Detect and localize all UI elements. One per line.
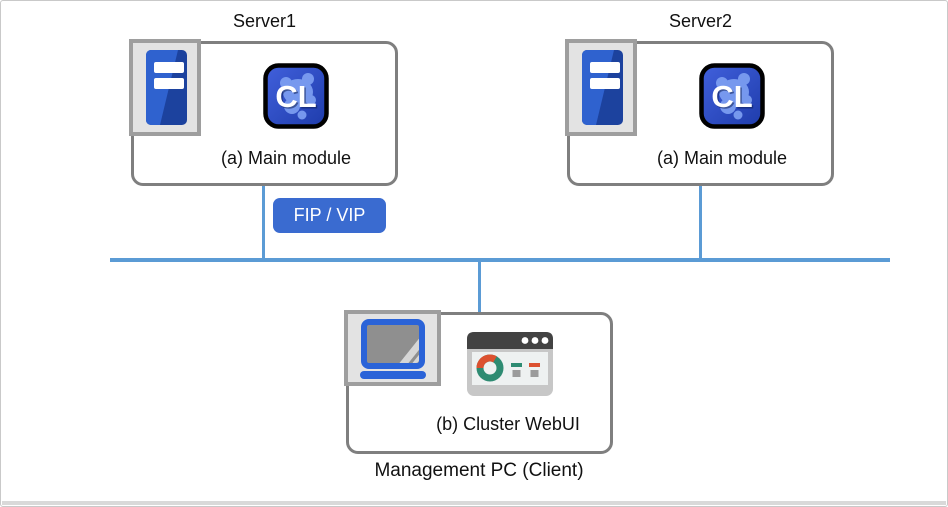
server1-link-line [262, 185, 265, 259]
server2-link-line [699, 185, 702, 259]
cluster-app-icon: CL CL [263, 63, 329, 129]
cl-text-shadow: CL [277, 81, 318, 116]
fip-vip-badge: FIP / VIP [273, 198, 386, 233]
splash-shape [716, 73, 752, 120]
management-pc-module-label: (b) Cluster WebUI [436, 414, 580, 434]
management-pc-link-line [478, 262, 481, 313]
splash-shape [280, 73, 316, 120]
cl-text: CL [711, 79, 752, 114]
laptop-icon [344, 310, 441, 386]
server-icon [129, 39, 201, 136]
webui-browser-icon [467, 332, 553, 396]
management-pc-caption: Management PC (Client) [374, 460, 584, 481]
server2-title: Server2 [668, 11, 733, 31]
server2-module-label: (a) Main module [656, 148, 788, 168]
cl-text-shadow: CL [713, 81, 754, 116]
server1-module-label: (a) Main module [220, 148, 352, 168]
cluster-app-icon: CL CL [699, 63, 765, 129]
cl-text: CL [275, 79, 316, 114]
screen-glare [397, 335, 419, 363]
server1-title: Server1 [232, 11, 297, 31]
bottom-strip [2, 501, 946, 505]
server-icon [565, 39, 637, 136]
network-bus-line [110, 258, 890, 262]
